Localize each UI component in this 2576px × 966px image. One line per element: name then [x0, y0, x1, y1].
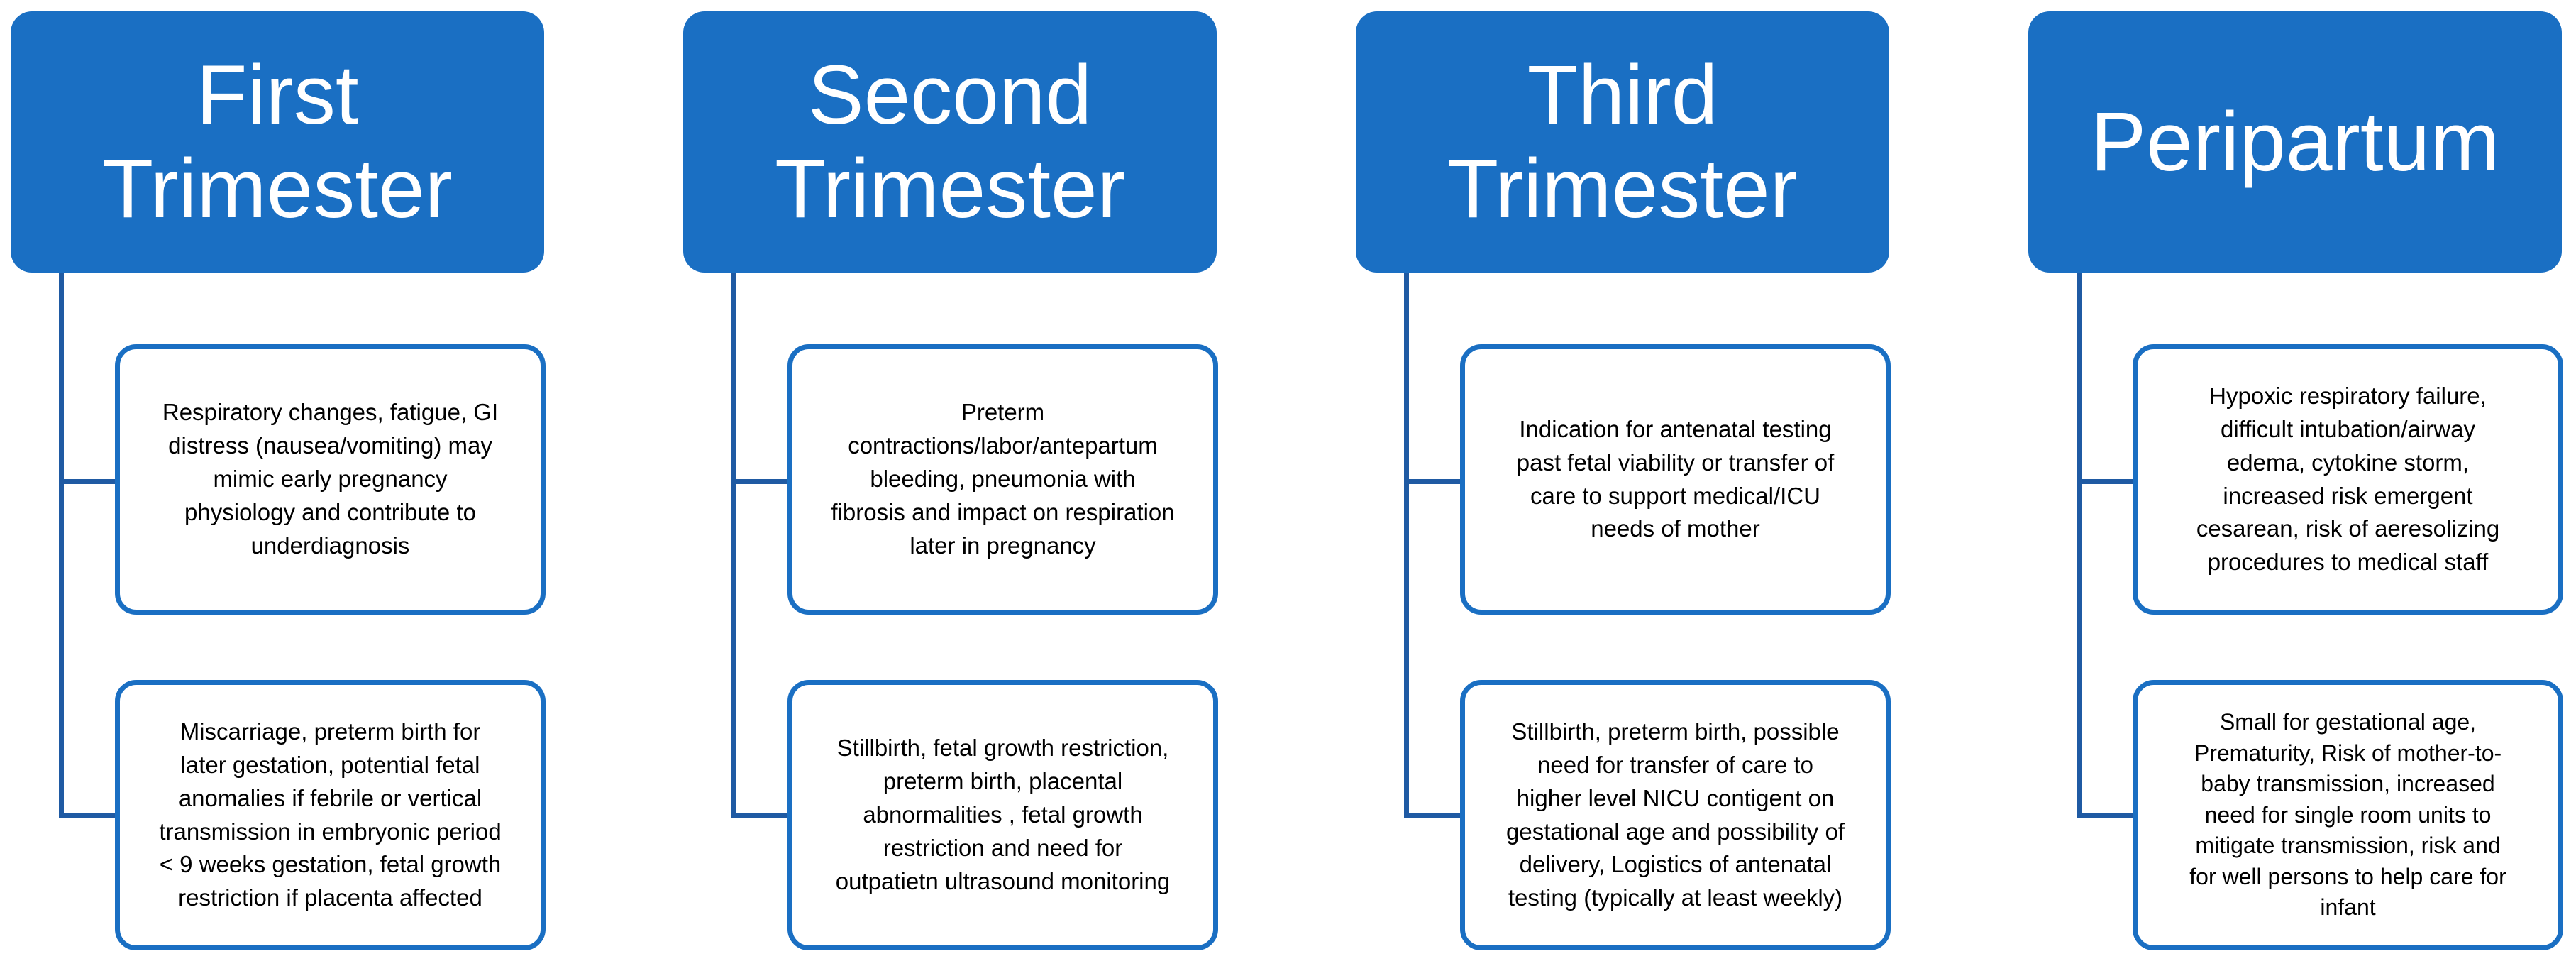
- connector-trunk: [2077, 273, 2082, 815]
- connector-branch: [1404, 813, 1462, 818]
- header-second-trimester: Second Trimester: [683, 11, 1217, 273]
- header-third-trimester: Third Trimester: [1356, 11, 1889, 273]
- card-maternal-effects: Respiratory changes, fatigue, GI distres…: [115, 344, 546, 615]
- connector-trunk: [731, 273, 736, 815]
- card-maternal-effects: Preterm contractions/labor/antepartum bl…: [787, 344, 1218, 615]
- column-second-trimester: Second Trimester Preterm contractions/la…: [673, 0, 1240, 966]
- card-fetal-effects: Small for gestational age, Prematurity, …: [2133, 680, 2563, 950]
- header-title: Peripartum: [2090, 94, 2500, 189]
- card-text: Preterm contractions/labor/antepartum bl…: [831, 399, 1175, 559]
- connector-branch: [59, 813, 117, 818]
- header-title: Third Trimester: [1447, 48, 1798, 236]
- column-third-trimester: Third Trimester Indication for antenatal…: [1345, 0, 1913, 966]
- card-text: Miscarriage, preterm birth for later ges…: [159, 718, 502, 911]
- header-first-trimester: First Trimester: [11, 11, 544, 273]
- card-text: Stillbirth, preterm birth, possible need…: [1506, 718, 1845, 911]
- connector-branch: [2077, 479, 2135, 484]
- card-text: Hypoxic respiratory failure, difficult i…: [2196, 382, 2500, 576]
- connector-branch: [731, 813, 790, 818]
- card-text: Indication for antenatal testing past fe…: [1516, 415, 1835, 542]
- card-maternal-effects: Hypoxic respiratory failure, difficult i…: [2133, 344, 2563, 615]
- header-title: First Trimester: [102, 48, 453, 236]
- connector-trunk: [59, 273, 64, 815]
- card-fetal-effects: Stillbirth, fetal growth restriction, pr…: [787, 680, 1218, 950]
- connector-branch: [2077, 813, 2135, 818]
- column-peripartum: Peripartum Hypoxic respiratory failure, …: [2018, 0, 2576, 966]
- card-text: Respiratory changes, fatigue, GI distres…: [162, 399, 499, 559]
- connector-branch: [731, 479, 790, 484]
- header-peripartum: Peripartum: [2028, 11, 2562, 273]
- connector-branch: [1404, 479, 1462, 484]
- connector-trunk: [1404, 273, 1409, 815]
- connector-branch: [59, 479, 117, 484]
- card-fetal-effects: Stillbirth, preterm birth, possible need…: [1460, 680, 1891, 950]
- card-maternal-effects: Indication for antenatal testing past fe…: [1460, 344, 1891, 615]
- header-title: Second Trimester: [775, 48, 1125, 236]
- card-text: Small for gestational age, Prematurity, …: [2189, 709, 2506, 921]
- card-text: Stillbirth, fetal growth restriction, pr…: [835, 735, 1171, 894]
- column-first-trimester: First Trimester Respiratory changes, fat…: [0, 0, 568, 966]
- card-fetal-effects: Miscarriage, preterm birth for later ges…: [115, 680, 546, 950]
